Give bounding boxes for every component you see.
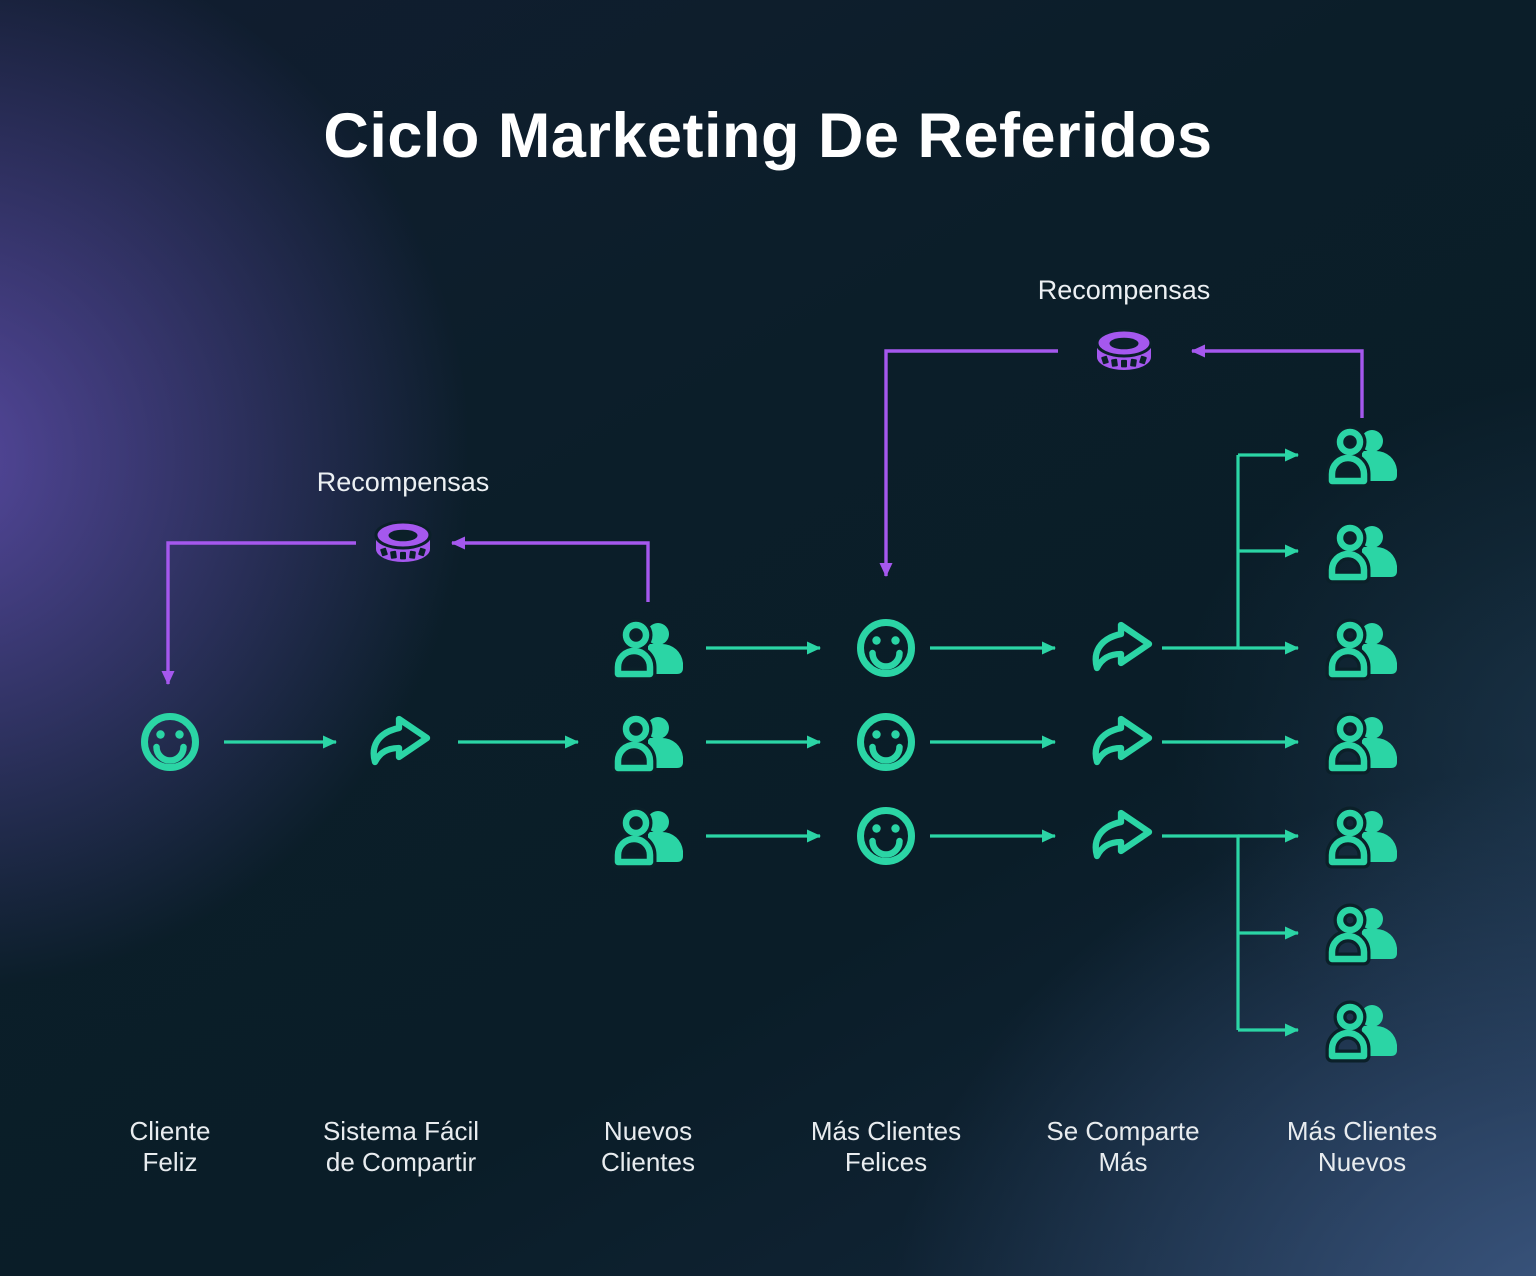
people-icon [1332,526,1397,577]
reward-arrow-nuevos-to-coin [451,536,650,602]
reward-arrow-nuevosright-to-coin [1191,344,1364,418]
reward-arrow-coin-to-cliente [161,541,356,685]
coin-icon [374,520,432,564]
people-icon [1332,811,1397,862]
stage-caption-mas-clientes-nuevos: Más Clientes Nuevos [1286,1116,1438,1177]
share-arrow-icon [1096,813,1149,856]
smiley-face-icon [861,811,912,862]
people-icon [618,811,683,862]
page-title: Ciclo Marketing De Referidos [323,101,1213,171]
coin-icon [1095,328,1153,372]
people-icon [1332,1005,1397,1056]
branch-line-top [1162,455,1240,650]
reward-label-right: Recompensas [1037,275,1211,305]
stage-caption-nuevos-clientes: Nuevos Clientes [601,1116,695,1177]
people-icon [618,717,683,768]
smiley-face-icon [861,717,912,768]
share-arrow-icon [1096,719,1149,762]
share-arrow-icon [374,719,427,762]
people-icon [618,623,683,674]
smiley-face-icon [861,623,912,674]
people-icon [1332,717,1397,768]
people-icon [1332,908,1397,959]
stage-caption-cliente-feliz: Cliente Feliz [129,1116,211,1177]
stage-caption-sistema-facil: Sistema Fácil de Compartir [322,1116,480,1177]
stage-caption-se-comparte-mas: Se Comparte Más [1046,1116,1200,1177]
reward-label-left: Recompensas [316,467,490,497]
share-arrow-icon [1096,625,1149,668]
smiley-face-icon [145,717,196,768]
stage-caption-mas-clientes-felices: Más Clientes Felices [810,1116,962,1177]
people-icon [1332,430,1397,481]
reward-arrow-coin-to-felices [879,349,1058,577]
people-icon [1332,623,1397,674]
branch-line-bottom [1162,834,1240,1030]
